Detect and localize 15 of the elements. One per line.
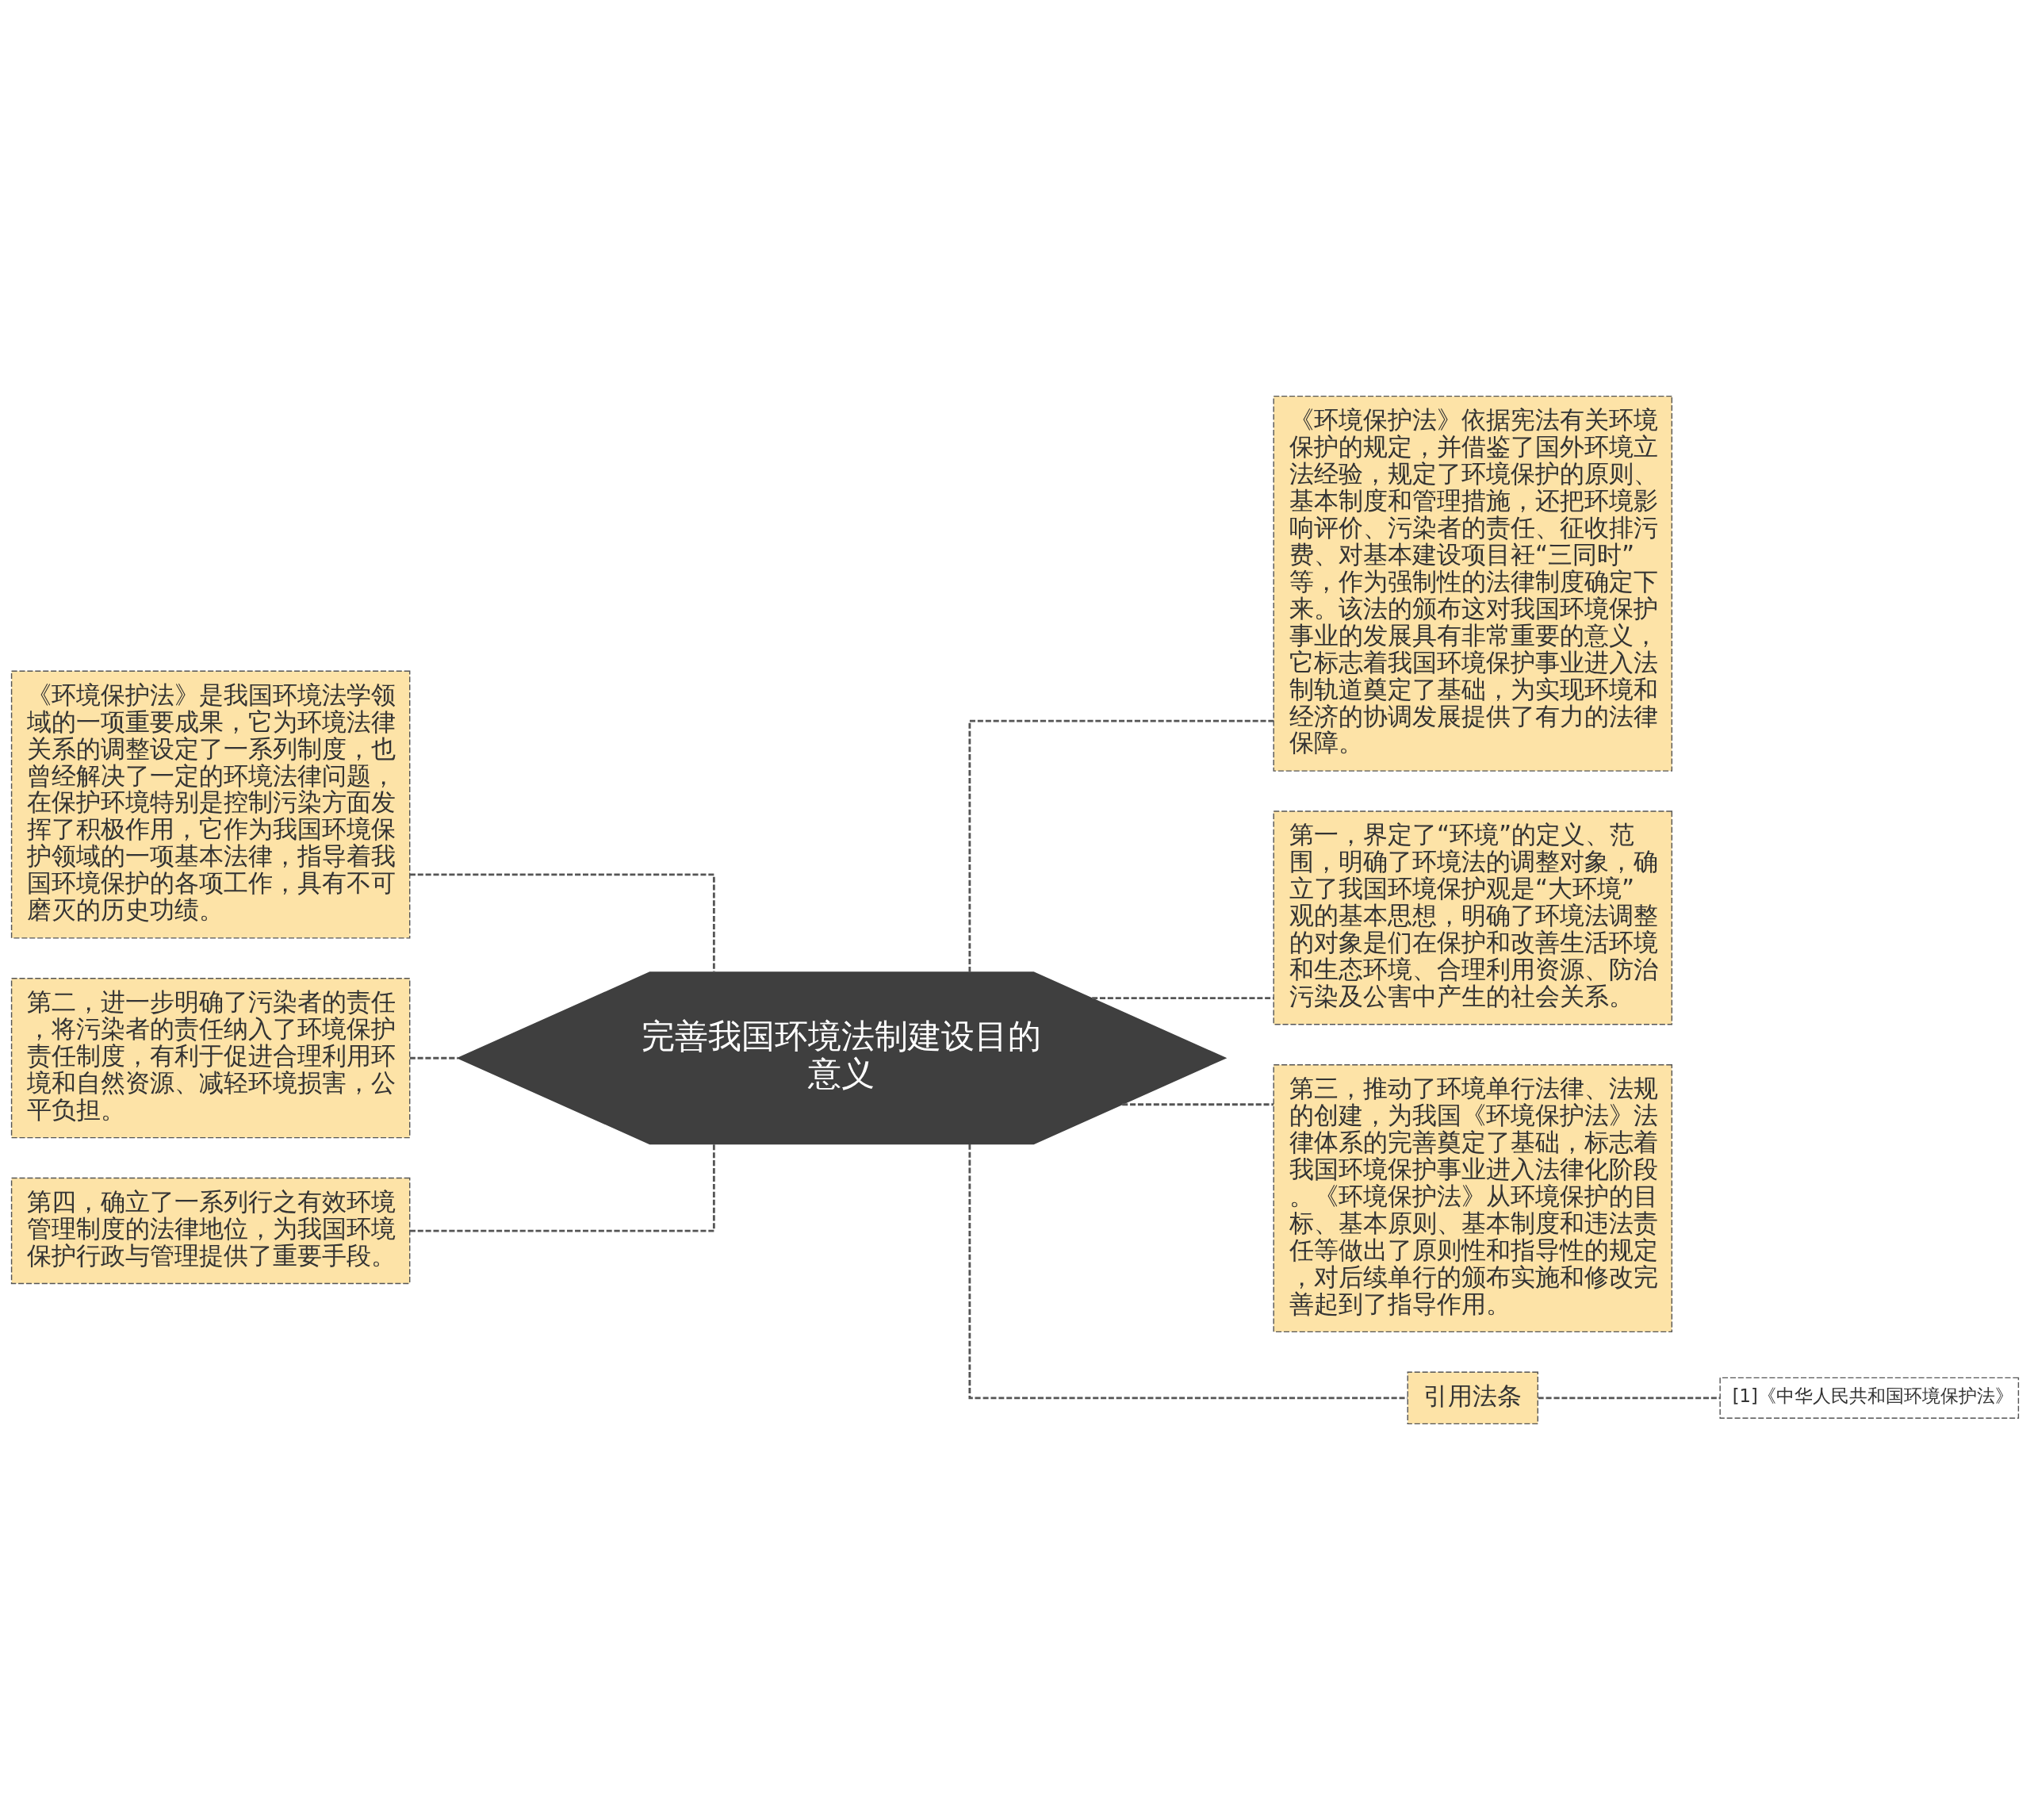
connector [1538,1397,1721,1400]
node-box: 引用法条 [1407,1371,1538,1425]
connector [409,1144,715,1232]
node-box: 《环境保护法》依据宪法有关环境保护的规定，并借鉴了国外环境立法经验，规定了环境保护的原则、基本制度和管理措施，还把环境影响评价、污染者的责任、征收排污费、对基本建设项目衽“三同时”等，作为强制性的法律制度确定下来。该法的颁布这对我国环境保护事业的发展具有非常重要的意义，它标志着我国环境保护事业进入法制轨道奠定了基础，为实现环境和经济的协调发展提供了有力的法律保障。 [1273,395,1673,772]
node-box: 第四，确立了一系列行之有效环境管理制度的法律地位，为我国环境保护行政与管理提供了重要手段。 [10,1177,411,1285]
connector [409,1056,458,1059]
connector [968,1144,1408,1400]
node-box: 第一，界定了“环境”的定义、范围，明确了环境法的调整对象，确立了我国环境保护观是“大环境”观的基本思想，明确了环境法调整的对象是们在保护和改善生活环境和生态环境、合理利用资源、防治污染及公害中产生的社会关系。 [1273,810,1673,1025]
node-box: 《环境保护法》是我国环境法学领域的一项重要成果，它为环境法律关系的调整设定了一系列制度，也曾经解决了一定的环境法律问题，在保护环境特别是控制污染方面发挥了积极作用，它作为我国环境保护领域的一项基本法律，指导着我国环境保护的各项工作，具有不可磨灭的历史功绩。 [10,670,411,939]
connector [968,719,1274,972]
node-box: [1]《中华人民共和国环境保护法》 [1719,1377,2020,1419]
connector [1092,997,1274,1000]
node-box: 第三，推动了环境单行法律、法规的创建，为我国《环境保护法》法律体系的完善奠定了基础，标志着我国环境保护事业进入法律化阶段。《环境保护法》从环境保护的目标、基本原则、基本制度和违法责任等做出了原则性和指导性的规定，对后续单行的颁布实施和修改完善起到了指导作用。 [1273,1064,1673,1333]
connector [1122,1103,1274,1106]
node-box: 第二，进一步明确了污染者的责任，将污染者的责任纳入了环境保护责任制度，有利于促进合理利用环境和自然资源、减轻环境损害，公平负担。 [10,978,411,1139]
